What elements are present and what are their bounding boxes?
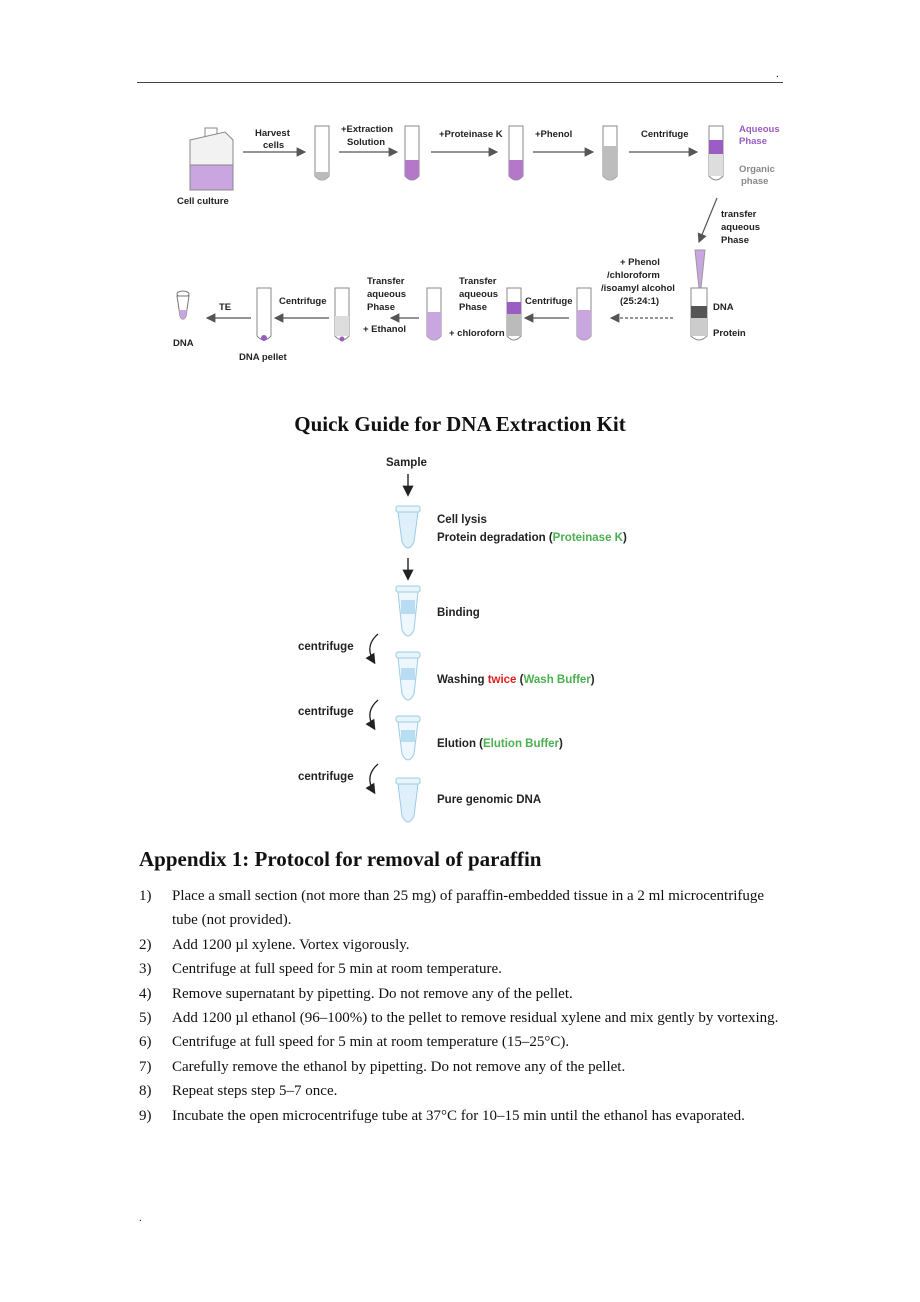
transfer-label-2: aqueous (721, 222, 760, 233)
tube-aqueous-3-icon (426, 287, 442, 341)
list-item: 6)Centrifuge at full speed for 5 min at … (139, 1034, 570, 1051)
centrifuge-label-c: centrifuge (298, 771, 354, 783)
pci-label-2: /chloroform (607, 270, 660, 281)
transfer3-label-1: Transfer (367, 276, 405, 287)
tube-chloroform-icon (506, 287, 522, 341)
list-item: 4)Remove supernatant by pipetting. Do no… (139, 985, 573, 1002)
tube-pellet-icon (256, 287, 272, 341)
centrifuge-label-2: Centrifuge (525, 296, 573, 307)
extraction-label-1: +Extraction (341, 124, 393, 135)
centrifuge-label-1: Centrifuge (641, 129, 689, 140)
transfer2-label-1: Transfer (459, 276, 497, 287)
header-rule (137, 82, 783, 83)
sample-label: Sample (386, 457, 427, 469)
washing-column-icon (395, 651, 421, 701)
appendix-heading: Appendix 1: Protocol for removal of para… (139, 847, 542, 871)
transfer-label-1: transfer (721, 209, 757, 220)
extraction-label-2: Solution (347, 137, 385, 148)
header-mark: . (776, 68, 779, 80)
centrifuge-label-a: centrifuge (298, 641, 354, 653)
transfer2-label-2: aqueous (459, 289, 498, 300)
pci-label-1: + Phenol (620, 257, 660, 268)
cell-culture-label: Cell culture (177, 196, 229, 207)
harvest-label-2: cells (263, 140, 284, 151)
transfer3-label-3: Phase (367, 302, 395, 313)
dna-band-label: DNA (713, 302, 734, 313)
elution-column-icon (395, 715, 421, 761)
tube-aqueous-2-icon (576, 287, 592, 341)
tube-cells-icon (314, 125, 330, 181)
pci-label-3: /isoamyl alcohol (601, 283, 675, 294)
te-label: TE (219, 302, 231, 313)
transfer3-label-2: aqueous (367, 289, 406, 300)
binding-label: Binding (437, 607, 480, 619)
harvest-label-1: Harvest (255, 128, 291, 139)
chloroform-label: + chloroforn (449, 328, 505, 339)
centrifuge-label-3: Centrifuge (279, 296, 327, 307)
protein-degradation-label: Protein degradation (Proteinase K) (437, 532, 627, 544)
aqueous-label-1: Aqueous (739, 124, 780, 135)
tube-ethanol-icon (334, 287, 350, 342)
organic-label-2: phase (741, 176, 768, 187)
quick-guide-diagram: Sample Cell lysis Protein degradation (P… (298, 457, 627, 823)
protein-band-label: Protein (713, 328, 746, 339)
transfer2-label-3: Phase (459, 302, 487, 313)
cell-lysis-label: Cell lysis (437, 514, 487, 526)
aqueous-label-2: Phase (739, 136, 767, 147)
tube-phenol-mix-icon (602, 125, 618, 181)
proteinase-label: +Proteinase K (439, 129, 503, 140)
cell-culture-flask-icon (189, 127, 234, 191)
list-item: 8)Repeat steps step 5–7 once. (139, 1083, 338, 1100)
list-item: 2)Add 1200 µl xylene. Vortex vigorously. (139, 936, 410, 953)
pure-dna-tube-icon (395, 777, 421, 823)
organic-label-1: Organic (739, 164, 775, 175)
washing-label: Washing twice (Wash Buffer) (437, 674, 595, 686)
list-item: 3)Centrifuge at full speed for 5 min at … (139, 961, 502, 978)
transfer-label-3: Phase (721, 235, 749, 246)
list-item: 7)Carefully remove the ethanol by pipett… (139, 1058, 626, 1075)
quick-guide-title: Quick Guide for DNA Extraction Kit (294, 412, 626, 436)
list-item: 9)Incubate the open microcentrifuge tube… (139, 1107, 745, 1124)
tube-dna-protein-icon (690, 287, 708, 341)
appendix-steps-list: 1)Place a small section (not more than 2… (139, 884, 779, 1128)
elution-label: Elution (Elution Buffer) (437, 738, 563, 750)
ethanol-label: + Ethanol (363, 324, 406, 335)
tube-phases-icon (708, 125, 724, 181)
list-item: 1)Place a small section (not more than 2… (139, 888, 765, 929)
binding-column-icon (395, 585, 421, 637)
dna-pellet-label: DNA pellet (239, 352, 288, 363)
dna-extraction-workflow-diagram: Cell culture Harvest cells +Extraction S… (173, 124, 780, 363)
pci-label-4: (25:24:1) (620, 296, 659, 307)
footer-mark: . (139, 1212, 142, 1224)
centrifuge-label-b: centrifuge (298, 706, 354, 718)
pipette-icon (694, 249, 706, 289)
lysis-tube-icon (395, 505, 421, 549)
tube-lysate-icon (404, 125, 420, 181)
dna-final-label: DNA (173, 338, 194, 349)
eppendorf-tube-icon (176, 290, 190, 320)
pure-dna-label: Pure genomic DNA (437, 794, 541, 806)
list-item: 5)Add 1200 µl ethanol (96–100%) to the p… (139, 1010, 779, 1027)
phenol-label: +Phenol (535, 129, 572, 140)
tube-digest-icon (508, 125, 524, 181)
